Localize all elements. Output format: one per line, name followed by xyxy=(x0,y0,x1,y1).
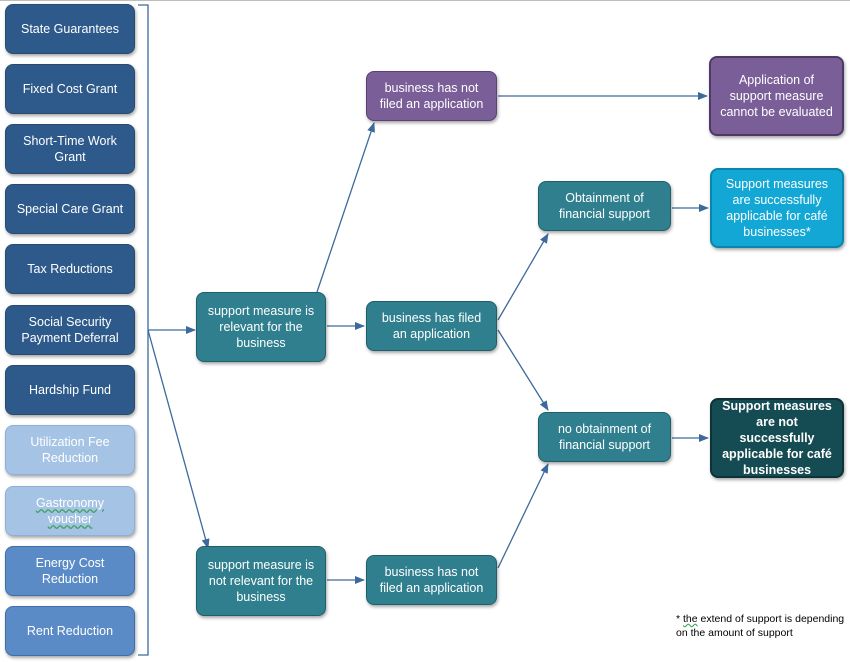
node-not-filed-bottom: business has not filed an application xyxy=(366,555,497,605)
outcome-success: Support measures are successfully applic… xyxy=(710,168,844,248)
measures-bracket xyxy=(138,4,149,656)
arrow-not-filed-bottom-to-no-obtainment xyxy=(497,463,549,569)
top-border-line xyxy=(0,0,850,1)
node-filed: business has filed an application xyxy=(366,301,497,351)
measure-energy-cost-reduction: Energy Cost Reduction xyxy=(5,546,135,596)
measure-short-time-work-grant: Short-Time Work Grant xyxy=(5,124,135,174)
node-obtainment: Obtainment of financial support xyxy=(538,181,671,231)
measure-gastronomy-voucher-label: Gastronomy voucher xyxy=(35,496,105,526)
arrow-relevant-to-not-filed xyxy=(316,122,375,293)
arrow-filed-to-obtainment xyxy=(497,233,549,321)
measure-social-security-deferral: Social Security Payment Deferral xyxy=(5,305,135,355)
measure-gastronomy-voucher: Gastronomy voucher xyxy=(5,486,135,536)
node-no-obtainment: no obtainment of financial support xyxy=(538,412,671,462)
measure-rent-reduction: Rent Reduction xyxy=(5,606,135,656)
measure-state-guarantees: State Guarantees xyxy=(5,4,135,54)
footnote-text: extend of support is depending on the am… xyxy=(676,613,845,639)
node-not-relevant: support measure is not relevant for the … xyxy=(196,546,326,616)
outcome-cannot-evaluate: Application of support measure cannot be… xyxy=(709,56,844,136)
footnote-the: the xyxy=(683,613,698,625)
measure-hardship-fund: Hardship Fund xyxy=(5,365,135,415)
node-not-filed-top: business has not filed an application xyxy=(366,71,497,121)
measure-utilization-fee-reduction: Utilization Fee Reduction xyxy=(5,425,135,475)
node-relevant: support measure is relevant for the busi… xyxy=(196,292,326,362)
outcome-not-success: Support measures are not successfully ap… xyxy=(710,398,844,478)
measure-tax-reductions: Tax Reductions xyxy=(5,244,135,294)
arrow-bracket-to-not-relevant xyxy=(147,329,210,549)
measure-fixed-cost-grant: Fixed Cost Grant xyxy=(5,64,135,114)
arrow-filed-to-no-obtainment xyxy=(497,329,549,411)
footnote: * the extend of support is depending on … xyxy=(676,612,848,640)
measure-special-care-grant: Special Care Grant xyxy=(5,184,135,234)
footnote-star: * xyxy=(676,613,684,625)
